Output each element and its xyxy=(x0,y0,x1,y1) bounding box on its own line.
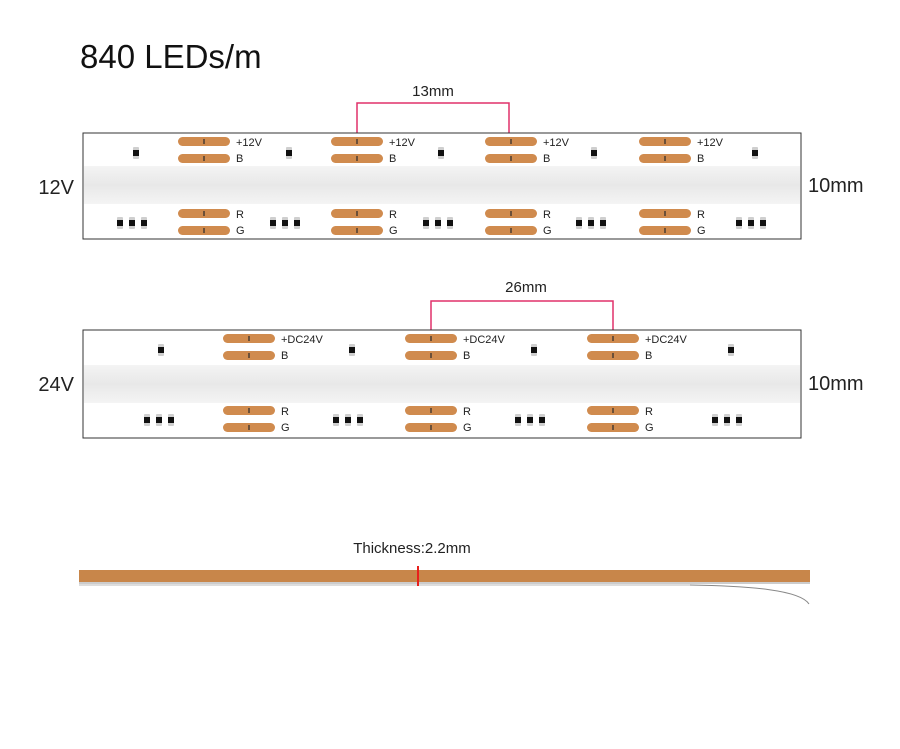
led-chip xyxy=(129,220,135,226)
voltage-label: 12V xyxy=(38,177,74,199)
red-pad-label: R xyxy=(645,406,653,418)
thickness-label: Thickness:2.2mm xyxy=(353,540,471,557)
led-chip xyxy=(728,347,734,353)
power-pad-label: +DC24V xyxy=(281,334,324,346)
led-chip xyxy=(133,150,139,156)
green-pad-label: G xyxy=(645,422,654,434)
green-pad-label: G xyxy=(697,225,706,237)
voltage-label: 24V xyxy=(38,374,74,396)
led-chip xyxy=(576,220,582,226)
led-chip xyxy=(345,417,351,423)
spacing-label: 13mm xyxy=(412,83,454,100)
led-chip xyxy=(168,417,174,423)
green-pad-label: G xyxy=(281,422,290,434)
strip-center-band xyxy=(84,166,800,204)
green-pad-label: G xyxy=(543,225,552,237)
power-pad-label: +DC24V xyxy=(645,334,688,346)
blue-pad-label: B xyxy=(389,153,396,165)
spacing-dimension: 26mm xyxy=(430,279,614,330)
spacing-dimension: 13mm xyxy=(356,83,510,133)
led-chip xyxy=(438,150,444,156)
led-chip xyxy=(588,220,594,226)
power-pad-label: +12V xyxy=(697,137,724,149)
led-chip xyxy=(270,220,276,226)
led-chip xyxy=(349,347,355,353)
red-pad-label: R xyxy=(463,406,471,418)
power-pad-label: +12V xyxy=(236,137,263,149)
led-chip xyxy=(752,150,758,156)
led-chip xyxy=(748,220,754,226)
red-pad-label: R xyxy=(389,209,397,221)
blue-pad-label: B xyxy=(543,153,550,165)
green-pad-label: G xyxy=(389,225,398,237)
led-chip xyxy=(158,347,164,353)
power-pad-label: +12V xyxy=(543,137,570,149)
blue-pad-label: B xyxy=(463,350,470,362)
led-chip xyxy=(156,417,162,423)
blue-pad-label: B xyxy=(236,153,243,165)
strip-center-band xyxy=(84,365,800,403)
width-label: 10mm xyxy=(808,175,864,197)
led-chip xyxy=(144,417,150,423)
spacing-bracket xyxy=(430,300,614,330)
led-chip xyxy=(294,220,300,226)
led-chip xyxy=(515,417,521,423)
led-chip xyxy=(117,220,123,226)
led-chip xyxy=(357,417,363,423)
led-chip xyxy=(591,150,597,156)
led-chip xyxy=(724,417,730,423)
led-chip xyxy=(282,220,288,226)
led-chip xyxy=(712,417,718,423)
led-chip xyxy=(600,220,606,226)
blue-pad-label: B xyxy=(645,350,652,362)
power-pad-label: +12V xyxy=(389,137,416,149)
spacing-label: 26mm xyxy=(505,279,547,296)
green-pad-label: G xyxy=(463,422,472,434)
green-pad-label: G xyxy=(236,225,245,237)
led-chip xyxy=(531,347,537,353)
led-chip xyxy=(423,220,429,226)
width-label: 10mm xyxy=(808,373,864,395)
led-chip xyxy=(286,150,292,156)
red-pad-label: R xyxy=(697,209,705,221)
led-chip xyxy=(760,220,766,226)
strip-12v: 13mm 12V 10mm +12VBRG+12VBRG+12VBRG+12VB… xyxy=(38,83,864,240)
red-pad-label: R xyxy=(543,209,551,221)
led-chip xyxy=(539,417,545,423)
led-chip xyxy=(527,417,533,423)
led-chip xyxy=(736,220,742,226)
led-chip xyxy=(333,417,339,423)
page-title: 840 LEDs/m xyxy=(80,38,262,75)
led-chip xyxy=(736,417,742,423)
spacing-bracket xyxy=(356,102,510,133)
blue-pad-label: B xyxy=(281,350,288,362)
peel-liner-curve xyxy=(689,584,810,605)
power-pad-label: +DC24V xyxy=(463,334,506,346)
strip-24v: 26mm 24V 10mm +DC24VBRG+DC24VBRG+DC24VBR… xyxy=(38,279,864,439)
copper-layer xyxy=(79,570,810,582)
red-pad-label: R xyxy=(281,406,289,418)
led-chip xyxy=(447,220,453,226)
thickness-side-view: Thickness:2.2mm xyxy=(79,540,810,605)
led-chip xyxy=(141,220,147,226)
blue-pad-label: B xyxy=(697,153,704,165)
red-pad-label: R xyxy=(236,209,244,221)
led-chip xyxy=(435,220,441,226)
